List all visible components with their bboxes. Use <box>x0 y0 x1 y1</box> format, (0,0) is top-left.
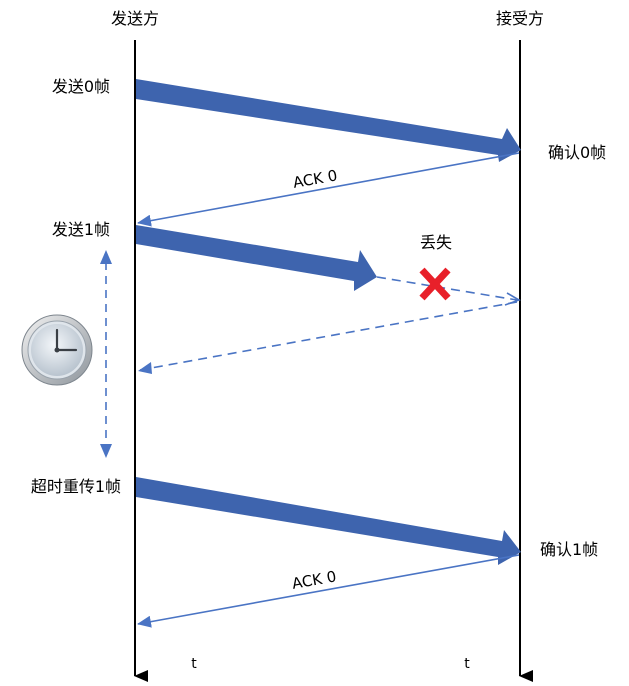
frame0-arrow <box>136 79 521 162</box>
frame1-lost-path <box>376 276 518 301</box>
receiver-title: 接受方 <box>496 9 544 28</box>
clock-icon <box>21 314 93 386</box>
sender-time-label: t <box>191 656 197 672</box>
confirm0-label: 确认0帧 <box>548 143 606 162</box>
frame1-retransmit-arrow <box>136 477 521 565</box>
receiver-time-label: t <box>464 656 470 672</box>
frame1-arrow <box>136 225 377 291</box>
retransmit1-label: 超时重传1帧 <box>31 477 121 496</box>
timeout-interval-top-arrowhead <box>100 250 112 264</box>
send0-label: 发送0帧 <box>52 77 110 96</box>
sender-title: 发送方 <box>111 9 159 28</box>
lost-label: 丢失 <box>420 233 452 252</box>
ack0-second-arrow <box>137 554 520 628</box>
missing-ack-dashed-arrow <box>139 301 518 371</box>
ack0-first-arrow <box>137 152 520 227</box>
confirm1-label: 确认1帧 <box>540 540 598 559</box>
send1-label: 发送1帧 <box>52 220 110 239</box>
timeout-interval-bottom-arrowhead <box>100 444 112 458</box>
red-x-icon <box>419 267 451 301</box>
missing-ack-arrowhead <box>138 362 152 374</box>
